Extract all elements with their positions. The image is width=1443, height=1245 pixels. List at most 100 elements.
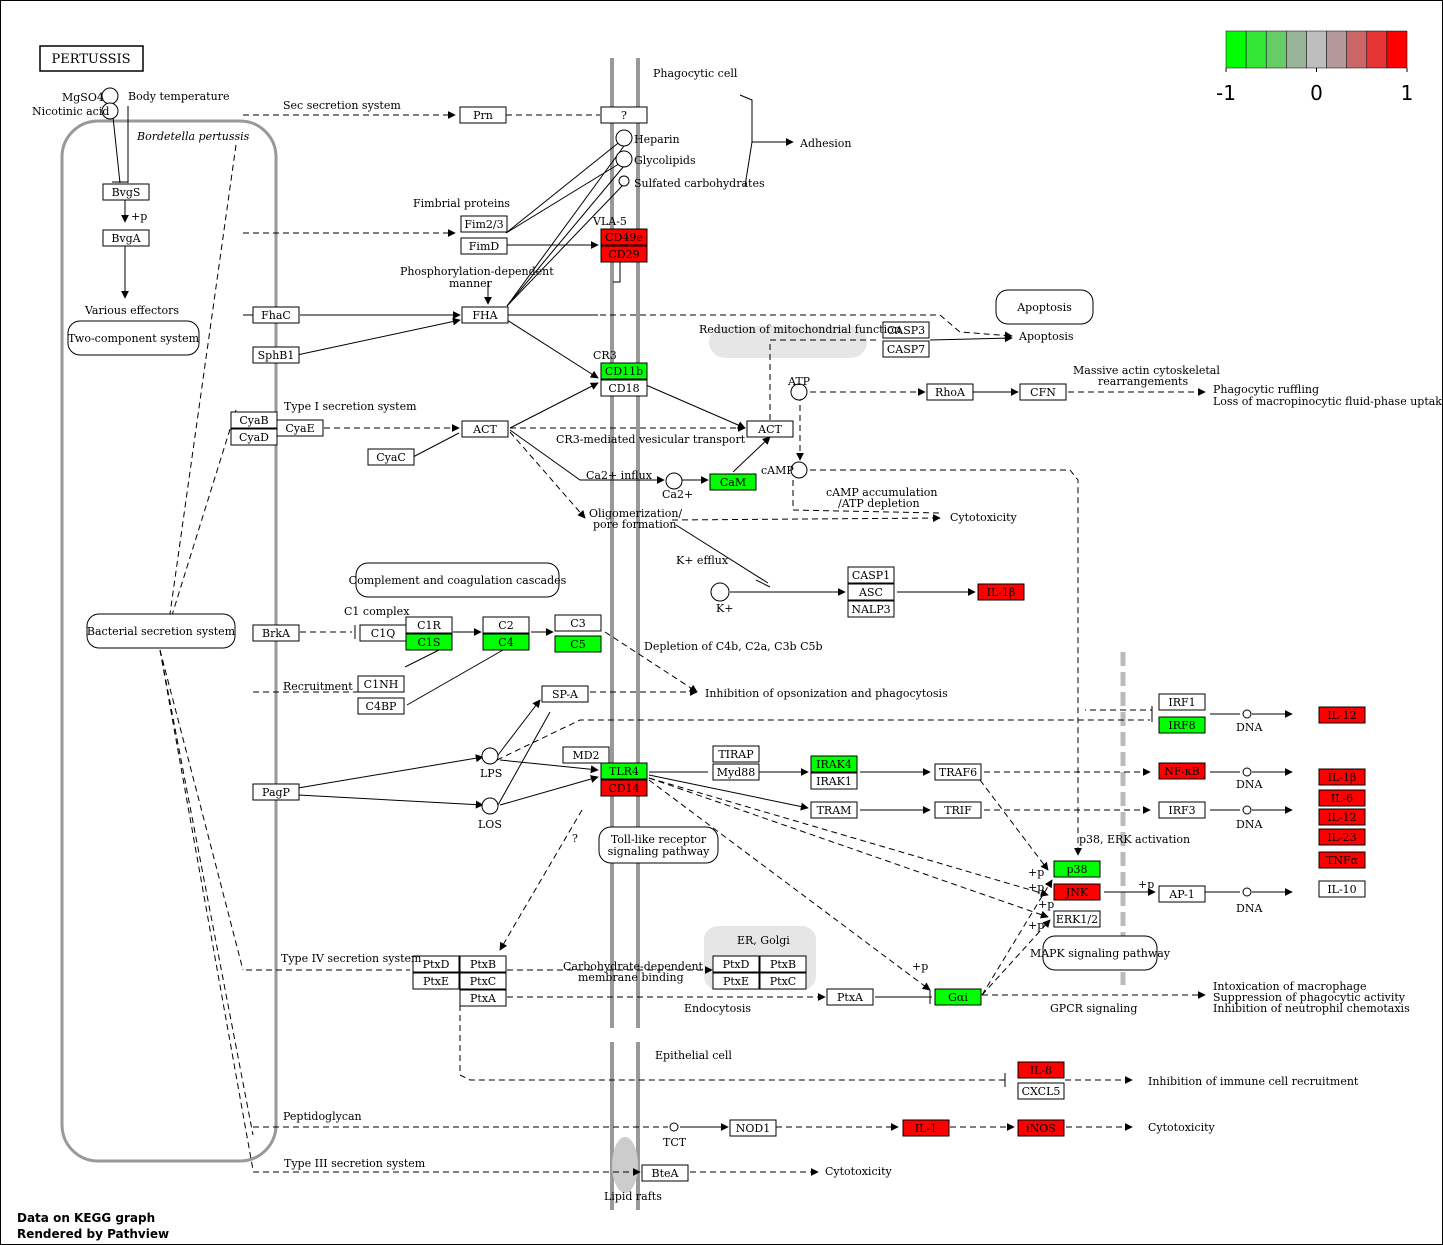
gene-node-act2[interactable] bbox=[746, 420, 794, 438]
gene-node-casp3[interactable] bbox=[882, 321, 930, 339]
gene-node-irak4[interactable] bbox=[810, 755, 858, 773]
gene-node-c1nh[interactable] bbox=[357, 675, 405, 693]
gene-node-il6[interactable] bbox=[1318, 789, 1366, 807]
gene-node-irf3[interactable] bbox=[1158, 801, 1206, 819]
gene-node-ptxa1[interactable] bbox=[459, 989, 507, 1007]
gene-node-ptxa2[interactable] bbox=[826, 988, 874, 1006]
gene-node-md2[interactable] bbox=[562, 746, 610, 764]
compound-circle[interactable] bbox=[481, 747, 499, 765]
gene-node-act1[interactable] bbox=[461, 420, 509, 438]
gene-node-cfn[interactable] bbox=[1019, 383, 1067, 401]
gene-node-traf6[interactable] bbox=[934, 763, 982, 781]
gene-node-il1[interactable] bbox=[902, 1119, 950, 1137]
compound-circle[interactable] bbox=[1242, 709, 1252, 719]
compound-circle[interactable] bbox=[1242, 805, 1252, 815]
compound-circle[interactable] bbox=[790, 383, 808, 401]
gene-node-ptxe1[interactable] bbox=[412, 972, 460, 990]
compound-circle[interactable] bbox=[481, 797, 499, 815]
gene-node-casp1[interactable] bbox=[847, 566, 895, 584]
gene-node-cyac[interactable] bbox=[367, 448, 415, 466]
gene-node-prn[interactable] bbox=[459, 106, 507, 124]
gene-node-ap1[interactable] bbox=[1158, 885, 1206, 903]
gene-node-gai[interactable] bbox=[934, 988, 982, 1006]
gene-node-c3[interactable] bbox=[554, 614, 602, 632]
compound-circle[interactable] bbox=[101, 87, 119, 105]
compound-circle[interactable] bbox=[615, 150, 633, 168]
pathway-map-mapk[interactable] bbox=[1042, 935, 1158, 971]
pathway-map-bss[interactable] bbox=[86, 613, 236, 649]
gene-node-cam[interactable] bbox=[709, 473, 757, 491]
gene-node-irak1[interactable] bbox=[810, 772, 858, 790]
gene-node-nalp3[interactable] bbox=[847, 600, 895, 618]
compound-circle[interactable] bbox=[101, 102, 119, 120]
gene-node-tlr4[interactable] bbox=[600, 762, 648, 780]
compound-circle[interactable] bbox=[1242, 767, 1252, 777]
gene-node-p38[interactable] bbox=[1053, 860, 1101, 878]
gene-node-ptxd2[interactable] bbox=[712, 955, 760, 973]
gene-node-bvga[interactable] bbox=[102, 229, 150, 247]
pathway-map-apop[interactable] bbox=[995, 289, 1094, 325]
compound-circle[interactable] bbox=[790, 461, 808, 479]
gene-node-ptxc2[interactable] bbox=[759, 972, 807, 990]
gene-node-fim23[interactable] bbox=[460, 215, 508, 233]
gene-node-c4[interactable] bbox=[482, 633, 530, 651]
gene-node-tnfa[interactable] bbox=[1318, 851, 1366, 869]
pathway-map-cacc[interactable] bbox=[355, 562, 560, 598]
gene-node-il10[interactable] bbox=[1318, 880, 1366, 898]
compound-circle[interactable] bbox=[665, 472, 683, 490]
gene-node-bvgs[interactable] bbox=[102, 183, 150, 201]
gene-node-casp7[interactable] bbox=[882, 340, 930, 358]
gene-node-myd88[interactable] bbox=[712, 763, 760, 781]
gene-node-ptxc1[interactable] bbox=[459, 972, 507, 990]
gene-node-fimd[interactable] bbox=[460, 237, 508, 255]
gene-node-tram[interactable] bbox=[810, 801, 858, 819]
gene-node-ptxe2[interactable] bbox=[712, 972, 760, 990]
gene-node-tirap[interactable] bbox=[712, 745, 760, 763]
gene-node-cd49e[interactable] bbox=[600, 228, 648, 246]
compound-circle[interactable] bbox=[615, 129, 633, 147]
compound-circle[interactable] bbox=[1242, 887, 1252, 897]
gene-node-spa[interactable] bbox=[541, 685, 589, 703]
gene-node-ptxd1[interactable] bbox=[412, 955, 460, 973]
gene-node-fhac[interactable] bbox=[252, 306, 300, 324]
compound-circle[interactable] bbox=[710, 582, 730, 602]
gene-node-irf1[interactable] bbox=[1158, 693, 1206, 711]
gene-node-cd11b[interactable] bbox=[600, 362, 648, 380]
gene-node-nfkb[interactable] bbox=[1158, 762, 1206, 780]
gene-node-c2[interactable] bbox=[482, 616, 530, 634]
gene-node-jnk[interactable] bbox=[1053, 883, 1101, 901]
gene-node-c4bp[interactable] bbox=[357, 697, 405, 715]
gene-node-erk[interactable] bbox=[1053, 910, 1101, 928]
gene-node-ptxb2[interactable] bbox=[759, 955, 807, 973]
gene-node-c5[interactable] bbox=[554, 635, 602, 653]
gene-node-cd29[interactable] bbox=[600, 245, 648, 263]
gene-node-q[interactable] bbox=[600, 106, 648, 124]
compound-circle[interactable] bbox=[618, 175, 630, 187]
gene-node-cxcl5[interactable] bbox=[1017, 1082, 1065, 1100]
gene-node-cyad[interactable] bbox=[230, 428, 278, 446]
gene-node-il1b_a[interactable] bbox=[977, 583, 1025, 601]
gene-node-inos[interactable] bbox=[1017, 1119, 1065, 1137]
gene-node-il23[interactable] bbox=[1318, 828, 1366, 846]
gene-node-c1r[interactable] bbox=[405, 616, 453, 634]
gene-node-cd14[interactable] bbox=[600, 779, 648, 797]
gene-node-btea[interactable] bbox=[641, 1164, 689, 1182]
gene-node-il1b_b[interactable] bbox=[1318, 768, 1366, 786]
gene-node-irf8[interactable] bbox=[1158, 716, 1206, 734]
gene-node-sphb1[interactable] bbox=[252, 346, 300, 364]
gene-node-nod1[interactable] bbox=[729, 1119, 777, 1137]
gene-node-rhoa[interactable] bbox=[926, 383, 974, 401]
gene-node-il8[interactable] bbox=[1017, 1061, 1065, 1079]
gene-node-cyae[interactable] bbox=[276, 419, 324, 437]
gene-node-trif[interactable] bbox=[934, 801, 982, 819]
gene-node-fha[interactable] bbox=[461, 306, 509, 324]
gene-node-cd18[interactable] bbox=[600, 379, 648, 397]
gene-node-asc[interactable] bbox=[847, 583, 895, 601]
pathway-map-tlr[interactable] bbox=[598, 826, 719, 864]
gene-node-brka[interactable] bbox=[252, 624, 300, 642]
gene-node-il12_a[interactable] bbox=[1318, 706, 1366, 724]
gene-node-pagp[interactable] bbox=[252, 783, 300, 801]
compound-circle[interactable] bbox=[669, 1122, 679, 1132]
pathway-map-two[interactable] bbox=[67, 320, 200, 356]
gene-node-il12_b[interactable] bbox=[1318, 808, 1366, 826]
